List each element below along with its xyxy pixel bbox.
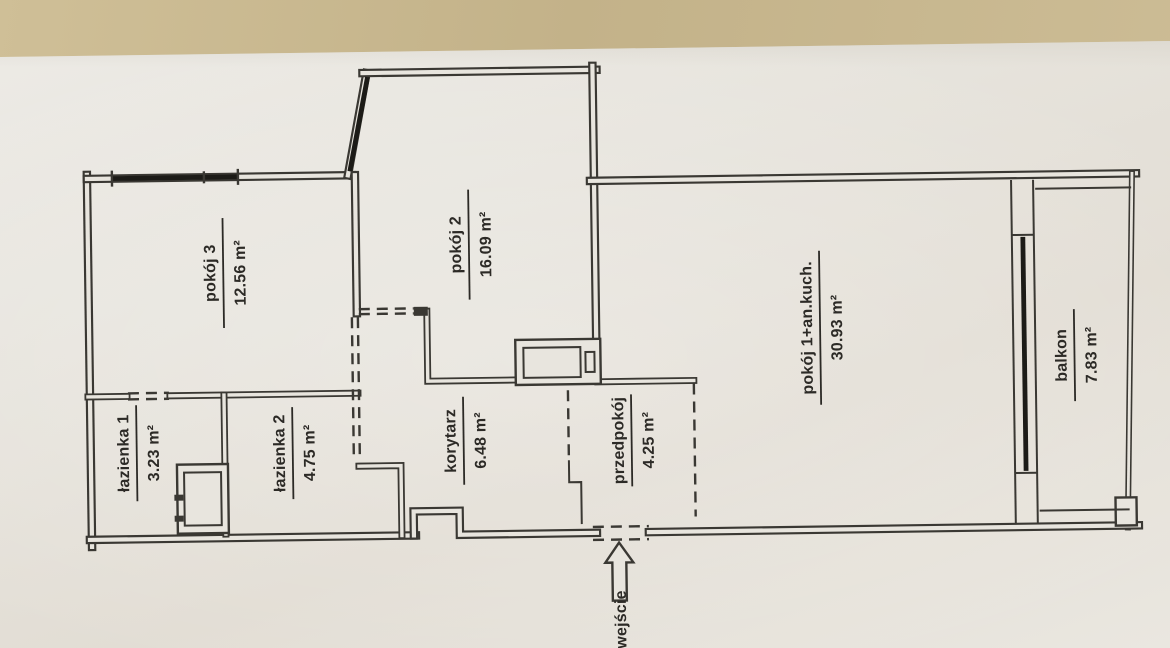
shaft-tick — [174, 494, 184, 501]
interior-walls — [84, 170, 1139, 540]
balcony-partition-frame — [1010, 180, 1017, 525]
room-name: balkon — [1053, 329, 1071, 382]
room-area: 16.09 m² — [477, 211, 495, 277]
entrance-door-opening — [592, 524, 649, 529]
room-name: łazienka 2 — [271, 414, 289, 492]
room-area: 4.25 m² — [640, 412, 658, 469]
balcony-door-glazing — [1020, 236, 1029, 471]
opening-korytarz-lazienka2 — [350, 317, 356, 462]
room-label-lazienka-2: łazienka 2 4.75 m² — [271, 407, 319, 500]
opening-pokoj3-lazienka1 — [127, 397, 170, 401]
room-area: 3.23 m² — [145, 425, 163, 482]
pokoj3-window-glazing — [111, 174, 238, 181]
pokoj2-right-wall — [590, 63, 599, 342]
room-label-przedpokoj: przedpokój 4.25 m² — [610, 394, 658, 487]
lazienka2-corner-wall — [357, 463, 404, 538]
opening-korytarz-pokoj2 — [358, 307, 414, 311]
label-separator — [135, 405, 139, 502]
balcony-outer-wall — [1126, 171, 1134, 529]
label-separator — [467, 189, 471, 300]
balcony-partition-frame — [1032, 179, 1039, 524]
left-wall — [84, 172, 95, 550]
diagonal-window-glazing — [347, 76, 370, 172]
opening-korytarz-przedpokoj — [566, 390, 571, 459]
label-separator — [462, 396, 466, 485]
room-name: korytarz — [442, 409, 460, 473]
opening-korytarz-pokoj2 — [358, 312, 414, 316]
label-separator — [630, 394, 634, 487]
balcony-top-edge — [1035, 186, 1132, 190]
room-label-korytarz: korytarz 6.48 m² — [442, 396, 490, 485]
przedpokoj-top-wall — [596, 378, 696, 384]
korytarz-bottom-wall — [411, 508, 600, 538]
bottom-right-wall — [646, 523, 1141, 535]
shaft-tick — [174, 515, 184, 522]
room-label-pokoj-3: pokój 3 12.56 m² — [202, 218, 250, 329]
label-separator — [221, 218, 225, 329]
room-labels: pokój 3 12.56 m² pokój 2 16.09 m² łazien… — [115, 189, 1101, 502]
room-area: 6.48 m² — [472, 412, 490, 469]
room-area: 4.75 m² — [301, 424, 319, 481]
pokoj2-top-wall — [360, 67, 599, 76]
opening-korytarz-lazienka2 — [356, 317, 362, 462]
room-name: łazienka 1 — [115, 415, 133, 493]
windows — [110, 76, 370, 187]
balcony-bottom-edge — [1039, 508, 1130, 512]
room-area: 12.56 m² — [232, 240, 250, 306]
room-name: pokój 3 — [202, 244, 220, 302]
entrance-step-wall — [567, 460, 583, 525]
corridor-shaft-compartment — [584, 350, 596, 374]
room-label-pokoj-2: pokój 2 16.09 m² — [447, 189, 495, 300]
corridor-shaft-inner — [522, 346, 582, 379]
room-label-lazienka-1: łazienka 1 3.23 m² — [115, 405, 163, 502]
label-separator — [1072, 309, 1077, 402]
pokoj3-right-wall — [352, 173, 359, 316]
label-separator — [291, 407, 295, 500]
label-separator — [818, 250, 823, 405]
room-area: 7.83 m² — [1083, 327, 1101, 384]
balcony-structure — [1010, 179, 1132, 525]
room-name: pokój 2 — [447, 216, 465, 274]
main-top-wall — [587, 171, 1139, 184]
opening-pokoj3-lazienka1 — [127, 391, 169, 395]
room-name: pokój 1+an.kuch. — [798, 261, 817, 395]
corner-pillar — [1114, 496, 1139, 527]
bathroom-shaft-inner — [183, 471, 223, 527]
dashed-openings — [127, 307, 697, 542]
bottom-left-wall — [87, 533, 419, 543]
entrance-arrow-icon — [603, 540, 636, 602]
room-label-balkon: balkon 7.83 m² — [1053, 309, 1101, 402]
room-area: 30.93 m² — [829, 295, 847, 361]
entrance-label: wejście — [613, 590, 631, 648]
room-name: przedpokój — [610, 397, 628, 485]
bathroom-wall-left — [86, 394, 129, 399]
entrance-door-opening — [592, 537, 650, 542]
shafts — [174, 337, 603, 535]
opening-przedpokoj-pokoj1 — [692, 383, 697, 517]
room-label-pokoj-1: pokój 1+an.kuch. 30.93 m² — [798, 250, 847, 405]
bathroom-wall-right — [168, 391, 360, 398]
entrance: wejście — [603, 540, 636, 648]
pokoj2-bottom-wall — [425, 309, 518, 383]
